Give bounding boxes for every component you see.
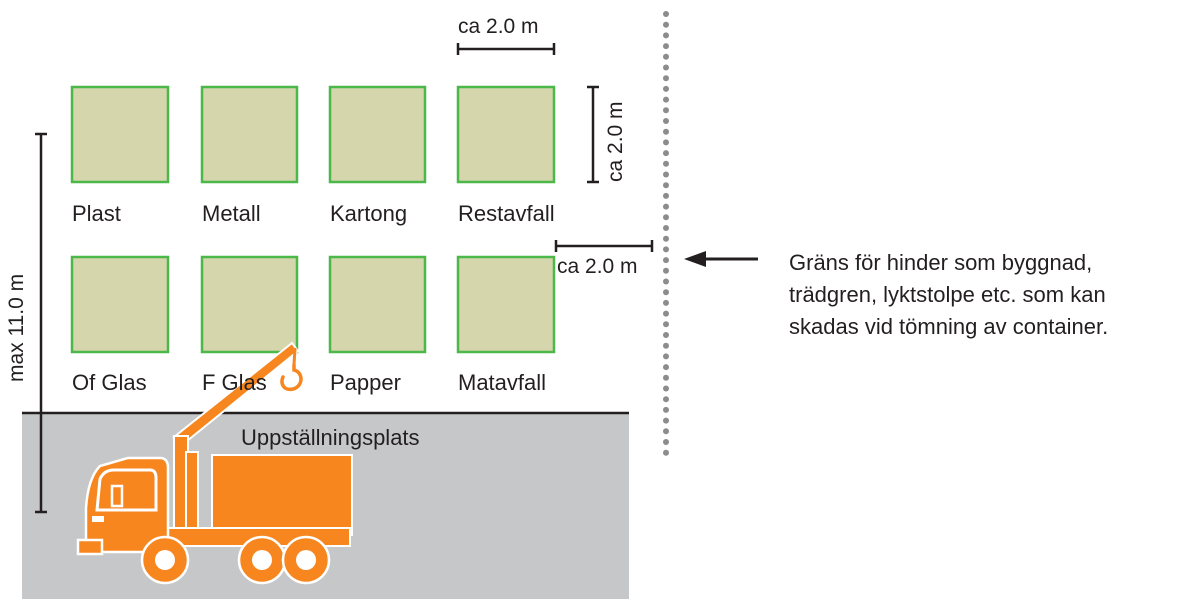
clearance-dimension-label: ca 2.0 m <box>557 255 638 278</box>
boundary-dot <box>663 321 669 328</box>
boundary-dot <box>663 32 669 39</box>
container-papper <box>328 255 427 354</box>
boundary-dot <box>663 235 669 242</box>
boundary-dot <box>663 225 669 231</box>
boundary-dot <box>663 299 669 306</box>
label-metall: Metall <box>202 201 261 226</box>
boundary-dot <box>663 385 669 392</box>
boundary-dot <box>663 75 669 82</box>
clearance-dimension-line <box>554 240 654 252</box>
label-kartong: Kartong <box>330 201 408 226</box>
boundary-dot <box>663 43 669 50</box>
boundary-dot <box>663 342 669 349</box>
parking-area-label: Uppställningsplats <box>241 425 420 450</box>
boundary-dot <box>663 214 669 221</box>
max-length-dimension-label: max 11.0 m <box>5 273 28 382</box>
crane-arm <box>171 341 300 529</box>
boundary-dot <box>663 53 669 60</box>
label-plast: Plast <box>72 201 121 226</box>
label-matavfall: Matavfall <box>458 370 547 395</box>
boundary-dot <box>663 439 669 445</box>
container-restavfall <box>456 85 556 184</box>
boundary-dot <box>663 11 669 17</box>
boundary-dot <box>663 267 669 274</box>
container-of-glas <box>70 255 170 354</box>
boundary-dot <box>663 374 669 381</box>
max-length-dimension-line <box>35 132 47 514</box>
boundary-dot <box>663 85 669 92</box>
boundary-dot <box>663 278 669 285</box>
boundary-dot <box>663 21 669 28</box>
boundary-dot <box>663 150 669 157</box>
boundary-dot <box>663 192 669 199</box>
container-f-glas <box>200 255 299 354</box>
boundary-dot <box>663 64 669 71</box>
width-dimension-line <box>456 43 556 55</box>
label-f-glas: F Glas <box>202 370 267 395</box>
boundary-dot <box>663 364 669 371</box>
boundary-note-line-3: skadas vid tömning av container. <box>789 314 1109 339</box>
boundary-dot <box>663 182 669 189</box>
boundary-dot <box>663 96 669 103</box>
boundary-dot <box>663 417 669 424</box>
boundary-dot <box>663 353 669 360</box>
boundary-dotted-line <box>663 11 669 456</box>
arrow-left-icon <box>684 251 758 267</box>
boundary-dot <box>663 289 669 296</box>
boundary-dot <box>663 332 669 338</box>
label-of-glas: Of Glas <box>72 370 147 395</box>
label-papper: Papper <box>330 370 401 395</box>
boundary-dot <box>663 428 669 435</box>
boundary-dot <box>663 396 669 403</box>
crane-hook-icon <box>280 363 303 392</box>
boundary-dot <box>663 107 669 114</box>
boundary-dot <box>663 246 669 253</box>
boundary-dot <box>663 257 669 264</box>
boundary-note: Gräns för hinder som byggnad, trädgren, … <box>789 247 1108 343</box>
width-dimension-label: ca 2.0 m <box>458 15 539 38</box>
boundary-dot <box>663 160 669 167</box>
boundary-dot <box>663 310 669 317</box>
depth-dimension-label: ca 2.0 m <box>604 101 627 182</box>
label-restavfall: Restavfall <box>458 201 555 226</box>
container-metall <box>200 85 299 184</box>
boundary-dot <box>663 139 669 146</box>
boundary-dot <box>663 203 669 210</box>
depth-dimension-line <box>587 85 599 184</box>
boundary-dot <box>663 406 669 413</box>
boundary-dot <box>663 449 669 456</box>
boundary-dot <box>663 118 669 124</box>
boundary-dot <box>663 128 669 135</box>
boundary-dot <box>663 171 669 178</box>
truck-icon <box>76 454 353 585</box>
container-matavfall <box>456 255 556 354</box>
container-plast <box>70 85 170 184</box>
container-kartong <box>328 85 427 184</box>
boundary-note-line-2: trädgren, lyktstolpe etc. som kan <box>789 282 1106 307</box>
boundary-note-line-1: Gräns för hinder som byggnad, <box>789 250 1093 275</box>
